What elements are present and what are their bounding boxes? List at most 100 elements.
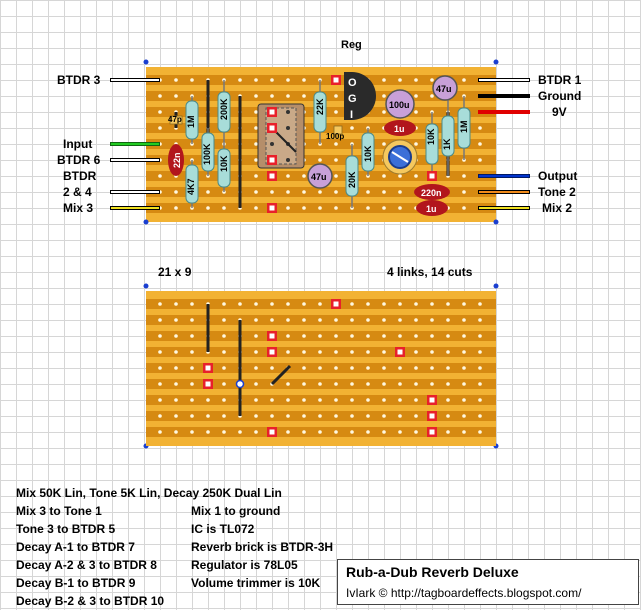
- note-line: Volume trimmer is 10K: [191, 576, 321, 590]
- hole: [286, 334, 290, 338]
- hole: [334, 398, 338, 402]
- hole: [398, 414, 402, 418]
- hole: [158, 94, 162, 98]
- hole: [398, 190, 402, 194]
- hole: [254, 366, 258, 370]
- hole: [174, 430, 178, 434]
- label-47u-a: 47u: [311, 172, 327, 182]
- hole: [190, 414, 194, 418]
- hole: [334, 94, 338, 98]
- hole: [366, 382, 370, 386]
- track-cut-center: [269, 173, 275, 179]
- hole: [206, 206, 210, 210]
- hole: [366, 206, 370, 210]
- track-cut-center: [269, 429, 275, 435]
- hole: [302, 334, 306, 338]
- hole: [318, 414, 322, 418]
- hole: [222, 318, 226, 322]
- hole: [254, 126, 258, 130]
- volume-trimmer: [382, 139, 418, 175]
- hole: [414, 110, 418, 114]
- hole: [158, 350, 162, 354]
- hole: [478, 158, 482, 162]
- hole: [254, 382, 258, 386]
- label-4k7: 4K7: [186, 178, 196, 195]
- resistor-body: [457, 107, 471, 149]
- track-cut-center: [269, 349, 275, 355]
- track-cut-center: [269, 109, 275, 115]
- regulator: [344, 72, 376, 120]
- hole: [446, 382, 450, 386]
- hole: [334, 366, 338, 370]
- hole: [190, 430, 194, 434]
- label-47p: 47p: [168, 115, 182, 124]
- hole: [190, 318, 194, 322]
- hole: [334, 430, 338, 434]
- hole: [254, 302, 258, 306]
- hole: [430, 350, 434, 354]
- hole: [462, 302, 466, 306]
- hole: [222, 366, 226, 370]
- hole: [334, 382, 338, 386]
- hole: [254, 318, 258, 322]
- hole: [174, 302, 178, 306]
- film-caps: [168, 120, 450, 216]
- label-22n: 22n: [172, 152, 182, 168]
- hole: [414, 334, 418, 338]
- hole: [222, 334, 226, 338]
- hole: [462, 398, 466, 402]
- hole: [462, 190, 466, 194]
- project-title: Rub-a-Dub Reverb Deluxe: [346, 564, 519, 580]
- hole: [158, 318, 162, 322]
- hole: [270, 318, 274, 322]
- hole: [366, 366, 370, 370]
- hole: [286, 398, 290, 402]
- hole: [174, 398, 178, 402]
- hole: [334, 174, 338, 178]
- track-cut-center: [429, 173, 435, 179]
- track-cut-center: [333, 301, 339, 307]
- hole: [478, 398, 482, 402]
- hole: [254, 158, 258, 162]
- track-cut-center: [397, 349, 403, 355]
- hole: [382, 430, 386, 434]
- hole: [254, 190, 258, 194]
- credit-link[interactable]: IvIark © http://tagboardeffects.blogspot…: [346, 586, 582, 600]
- hole: [254, 398, 258, 402]
- hole: [446, 430, 450, 434]
- label-100p: 100p: [326, 132, 344, 141]
- hole: [334, 142, 338, 146]
- hole: [158, 174, 162, 178]
- note-line: Mix 50K Lin, Tone 5K Lin, Decay 250K Dua…: [16, 486, 282, 500]
- label-220n: 220n: [421, 188, 442, 198]
- hole: [286, 414, 290, 418]
- track-cuts-bottom: [203, 299, 437, 437]
- resistor-body: [345, 155, 359, 197]
- hole: [190, 350, 194, 354]
- hole: [302, 430, 306, 434]
- resistor-body: [217, 91, 231, 133]
- bottom-board: [146, 291, 496, 446]
- hole: [334, 334, 338, 338]
- hole: [254, 430, 258, 434]
- hole: [334, 206, 338, 210]
- hole: [318, 190, 322, 194]
- hole: [254, 174, 258, 178]
- off-board-wires: [110, 78, 530, 210]
- hole: [254, 94, 258, 98]
- hole: [190, 302, 194, 306]
- note-line: Reverb brick is BTDR-3H: [191, 540, 334, 554]
- hole: [478, 366, 482, 370]
- note-line: Decay A-2 & 3 to BTDR 8: [16, 558, 157, 572]
- hole: [174, 382, 178, 386]
- 9v-label: 9V: [552, 105, 567, 119]
- btdr1-label: BTDR 1: [538, 73, 582, 87]
- hole: [382, 110, 386, 114]
- btdr3-label: BTDR 3: [57, 73, 101, 87]
- hole: [382, 334, 386, 338]
- track-cut-center: [429, 429, 435, 435]
- resistor-body: [185, 164, 199, 204]
- hole: [286, 430, 290, 434]
- hole: [302, 302, 306, 306]
- label-1u-a: 1u: [394, 124, 405, 134]
